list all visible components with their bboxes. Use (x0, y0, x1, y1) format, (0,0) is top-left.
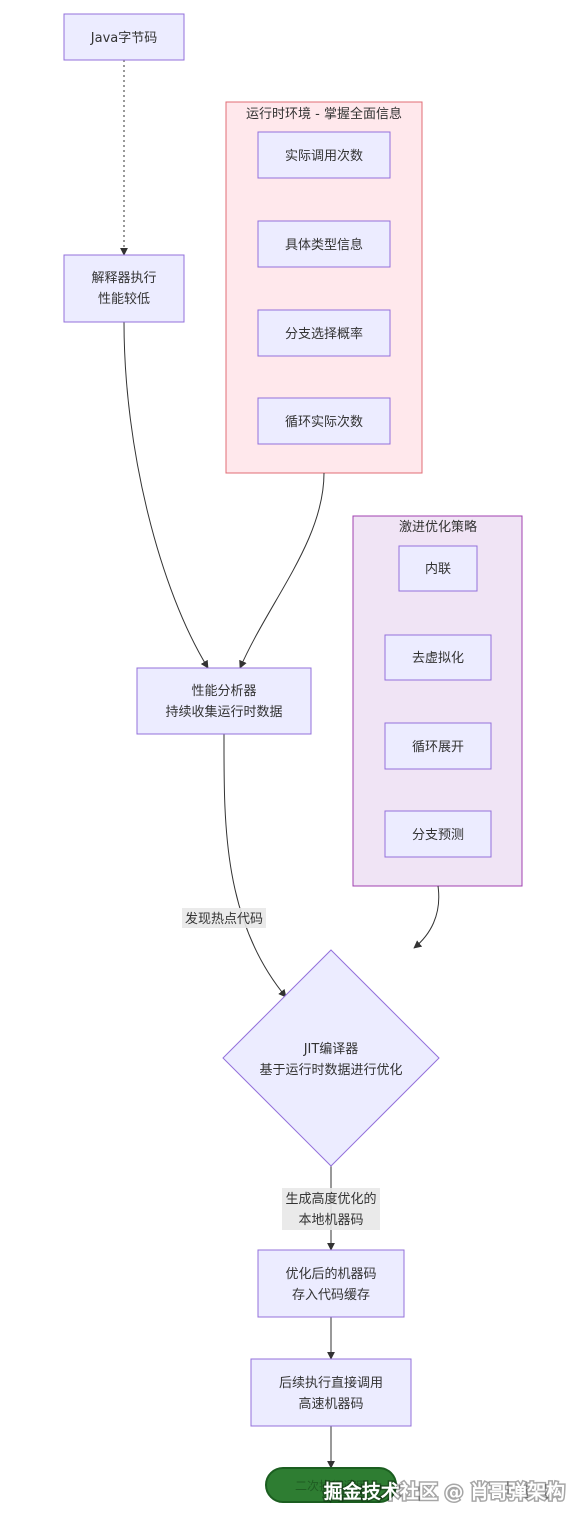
profiler-node: 性能分析器 持续收集运行时数据 (136, 667, 312, 735)
edge-profiler-to-jit (223, 733, 287, 998)
svg-text:持续收集运行时数据: 持续收集运行时数据 (165, 704, 282, 720)
interpreter-node: 解释器执行 性能较低 (63, 254, 185, 323)
optimization-item-loop-unrolling: 循环展开 (384, 722, 492, 770)
optimization-item-devirtualization: 去虚拟化 (384, 634, 492, 681)
svg-text:生成高度优化的: 生成高度优化的 (285, 1191, 376, 1207)
optimization-cluster-title: 激进优化策略 (399, 519, 477, 535)
runtime-cluster: 运行时环境 - 掌握全面信息 实际调用次数 具体类型信息 分支选择概率 循环实际… (225, 101, 423, 474)
optimization-item-branch-prediction: 分支预测 (384, 810, 492, 858)
runtime-item-type-info: 具体类型信息 (257, 220, 391, 268)
svg-text:去虚拟化: 去虚拟化 (412, 651, 464, 666)
edge-interpreter-to-profiler (123, 321, 209, 669)
runtime-item-loop-count: 循环实际次数 (257, 397, 391, 445)
svg-text:二次执行调用: 二次执行调用 (295, 1479, 367, 1493)
runtime-cluster-title: 运行时环境 - 掌握全面信息 (246, 106, 402, 122)
optimization-item-inlining: 内联 (398, 545, 478, 592)
edge-optimizations-to-jit (413, 885, 440, 949)
optimized-code-node: 优化后的机器码 存入代码缓存 (257, 1249, 405, 1318)
svg-text:本地机器码: 本地机器码 (298, 1213, 363, 1228)
runtime-item-call-count: 实际调用次数 (257, 131, 391, 179)
svg-text:性能分析器: 性能分析器 (191, 684, 256, 699)
svg-text:Java字节码: Java字节码 (90, 31, 157, 46)
edge-label-hotspot: 发现热点代码 (182, 908, 266, 928)
svg-text:JIT编译器: JIT编译器 (303, 1042, 359, 1057)
svg-text:优化后的机器码: 优化后的机器码 (285, 1266, 376, 1282)
svg-text:高速机器码: 高速机器码 (298, 1396, 363, 1412)
optimization-cluster: 激进优化策略 内联 去虚拟化 循环展开 分支预测 (352, 515, 523, 887)
svg-text:循环实际次数: 循环实际次数 (285, 414, 363, 430)
svg-text:分支选择概率: 分支选择概率 (285, 326, 363, 342)
runtime-item-branch-probability: 分支选择概率 (257, 309, 391, 357)
edge-label-generate: 生成高度优化的 本地机器码 (282, 1188, 380, 1230)
bytecode-node: Java字节码 (63, 13, 185, 61)
svg-text:循环展开: 循环展开 (412, 740, 464, 755)
svg-text:存入代码缓存: 存入代码缓存 (292, 1288, 370, 1303)
svg-text:具体类型信息: 具体类型信息 (285, 237, 363, 253)
svg-text:实际调用次数: 实际调用次数 (285, 148, 363, 164)
final-node: 二次执行调用 (265, 1467, 397, 1503)
svg-text:解释器执行: 解释器执行 (91, 271, 156, 286)
svg-text:分支预测: 分支预测 (412, 828, 464, 843)
svg-text:基于运行时数据进行优化: 基于运行时数据进行优化 (259, 1063, 402, 1078)
svg-text:后续执行直接调用: 后续执行直接调用 (279, 1375, 383, 1391)
svg-text:性能较低: 性能较低 (98, 292, 150, 307)
jit-compiler-node: JIT编译器 基于运行时数据进行优化 (222, 949, 440, 1167)
svg-text:发现热点代码: 发现热点代码 (185, 911, 263, 927)
watermark-text: 掘金技术社区 @ 肖哥弹架构 (324, 1480, 565, 1503)
subsequent-execution-node: 后续执行直接调用 高速机器码 (250, 1358, 412, 1427)
svg-text:内联: 内联 (425, 561, 451, 577)
edge-runtime-to-profiler (239, 472, 325, 669)
